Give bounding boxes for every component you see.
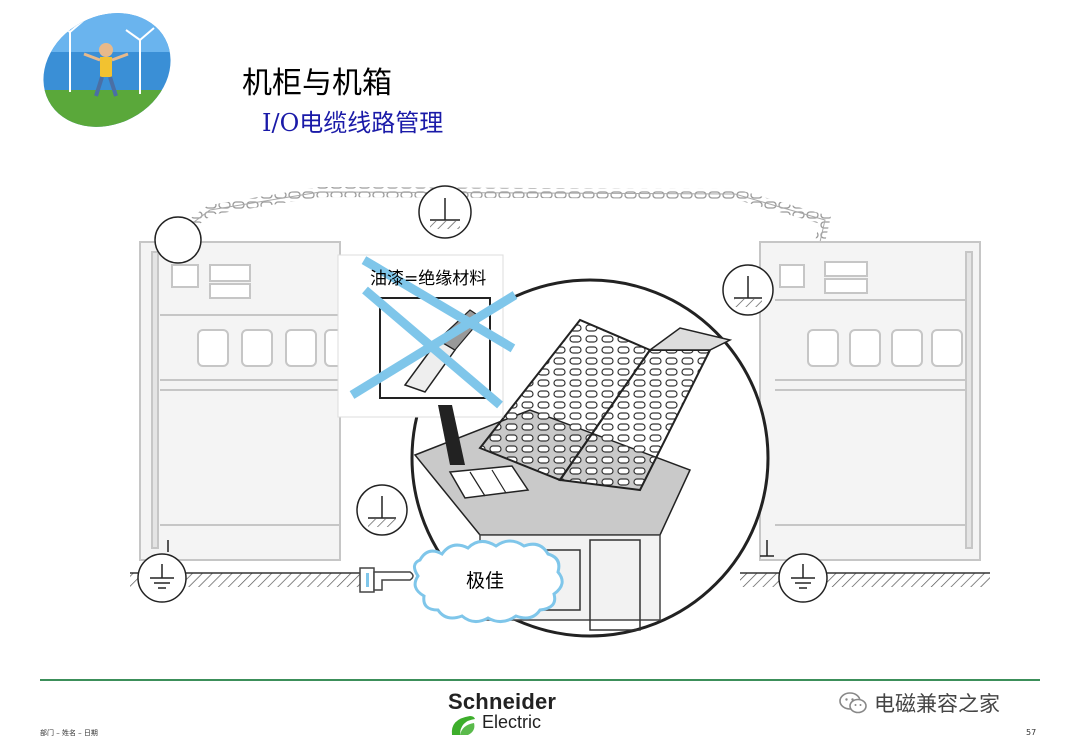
header-photo-icon: [40, 12, 174, 128]
watermark-text: 电磁兼容之家: [874, 692, 1000, 716]
schneider-mark-icon: [451, 716, 475, 735]
footer-info: 部门 – 姓名 – 日期: [40, 729, 98, 737]
wechat-icon: [839, 692, 867, 714]
cabinet-cable-tray-illustration: [130, 185, 990, 638]
paint-insulation-callout: 油漆=绝缘材料: [370, 269, 487, 289]
left-cabinet: [139, 241, 346, 561]
page-number: 57: [1026, 728, 1037, 737]
excellent-callout: 极佳: [466, 570, 505, 592]
brand-name: Schneider: [448, 689, 557, 714]
schneider-logo: Schneider Electric: [448, 689, 557, 735]
slide-subtitle: I/O电缆线路管理: [262, 109, 444, 137]
slide-title: 机柜与机箱: [242, 66, 392, 101]
right-cabinet: [759, 241, 981, 561]
brand-sub: Electric: [482, 712, 542, 732]
footer-divider: [40, 679, 1040, 681]
watermark: 电磁兼容之家: [838, 688, 1000, 718]
